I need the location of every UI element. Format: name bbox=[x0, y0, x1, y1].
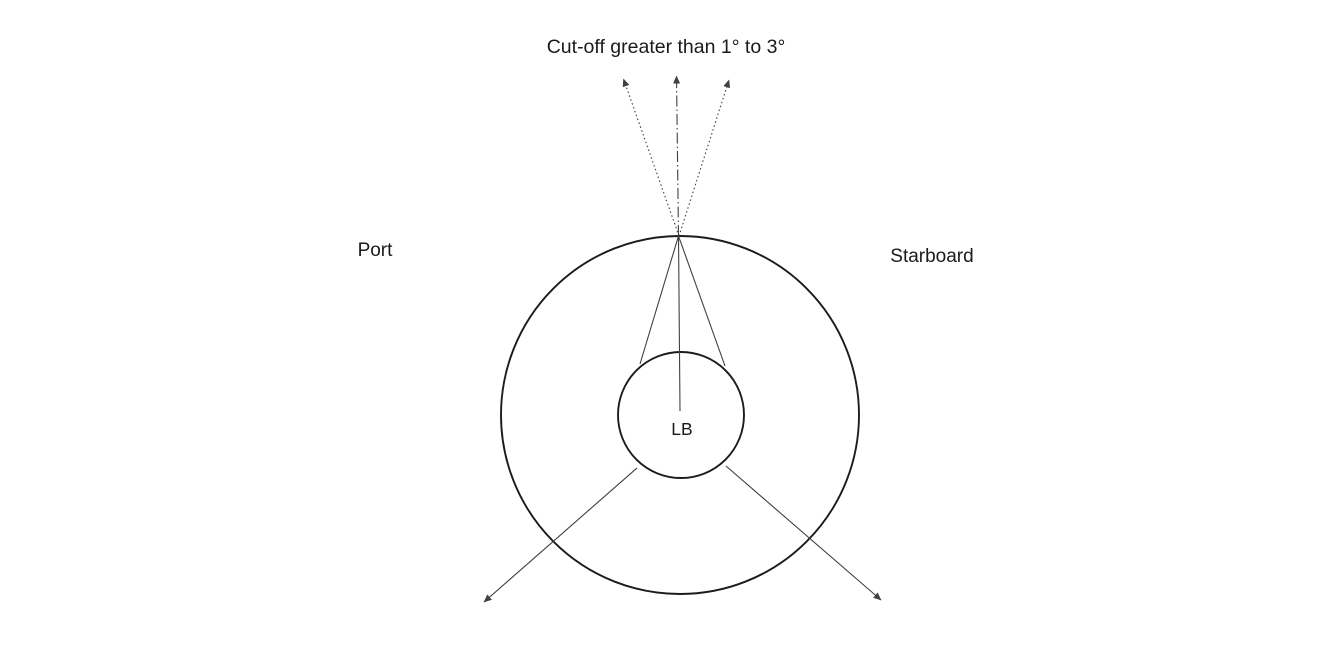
inner-center-ray bbox=[677, 235, 681, 412]
lower-right-ray bbox=[725, 465, 882, 601]
upper-center-dashdot-ray bbox=[673, 75, 681, 237]
upper-left-dotted-ray bbox=[622, 78, 680, 237]
lb-label: LB bbox=[671, 419, 692, 439]
port-label: Port bbox=[358, 240, 394, 261]
inner-right-ray bbox=[677, 235, 726, 367]
cutoff-title-label: Cut-off greater than 1° to 3° bbox=[547, 36, 786, 58]
outer-circle bbox=[500, 235, 860, 595]
starboard-label: Starboard bbox=[890, 246, 973, 267]
inner-left-ray bbox=[639, 235, 680, 365]
upper-right-dotted-ray bbox=[678, 79, 731, 237]
lower-left-ray bbox=[483, 467, 638, 603]
inner-circle bbox=[617, 351, 745, 479]
